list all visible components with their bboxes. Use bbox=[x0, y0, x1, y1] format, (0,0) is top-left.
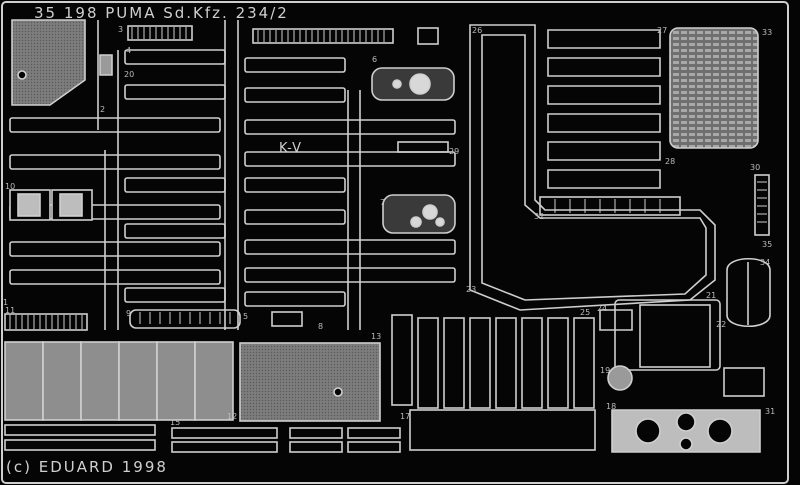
part-number: 29 bbox=[449, 147, 460, 156]
part-number: 23 bbox=[466, 285, 477, 294]
part-number: 25 bbox=[580, 308, 591, 317]
part-number: 22 bbox=[716, 320, 727, 329]
part-number: 17 bbox=[400, 412, 411, 421]
part-number: 24 bbox=[597, 304, 608, 313]
part-number: 34 bbox=[760, 258, 771, 267]
part-number: 1 bbox=[3, 298, 9, 307]
fret-title: 35 198 PUMA Sd.Kfz. 234/2 bbox=[34, 4, 289, 22]
part-number: 11 bbox=[5, 306, 16, 315]
part-number: 33 bbox=[762, 28, 773, 37]
part-number: 28 bbox=[665, 157, 676, 166]
part-number: 6 bbox=[372, 55, 378, 64]
part-number: 19 bbox=[600, 366, 611, 375]
part-number: 10 bbox=[5, 182, 16, 191]
mesh-plate-13 bbox=[239, 342, 381, 422]
part-number: 15 bbox=[170, 418, 181, 427]
part-number: 26 bbox=[472, 26, 483, 35]
part-number: 9 bbox=[126, 309, 132, 318]
part-number: 4 bbox=[126, 46, 132, 55]
maker-mark: K-V bbox=[279, 141, 302, 156]
part-number: 32 bbox=[534, 212, 545, 221]
part-number: 31 bbox=[765, 407, 776, 416]
part-number: 5 bbox=[243, 312, 249, 321]
part-number: 2 bbox=[100, 105, 106, 114]
part-number: 27 bbox=[657, 26, 668, 35]
part-number: 7 bbox=[380, 198, 386, 207]
copyright-text: (c) EDUARD 1998 bbox=[6, 458, 168, 476]
part-number: 18 bbox=[606, 402, 617, 411]
part-number: 12 bbox=[227, 412, 238, 421]
part-number: 3 bbox=[118, 25, 124, 34]
mesh-plate-1 bbox=[11, 19, 86, 106]
part-number: 30 bbox=[750, 163, 761, 172]
part-number: 8 bbox=[318, 322, 324, 331]
part-number: 35 bbox=[762, 240, 773, 249]
part-number: 21 bbox=[706, 291, 717, 300]
part-number: 20 bbox=[124, 70, 135, 79]
engine-grille-33 bbox=[669, 27, 759, 149]
part-number: 13 bbox=[371, 332, 382, 341]
